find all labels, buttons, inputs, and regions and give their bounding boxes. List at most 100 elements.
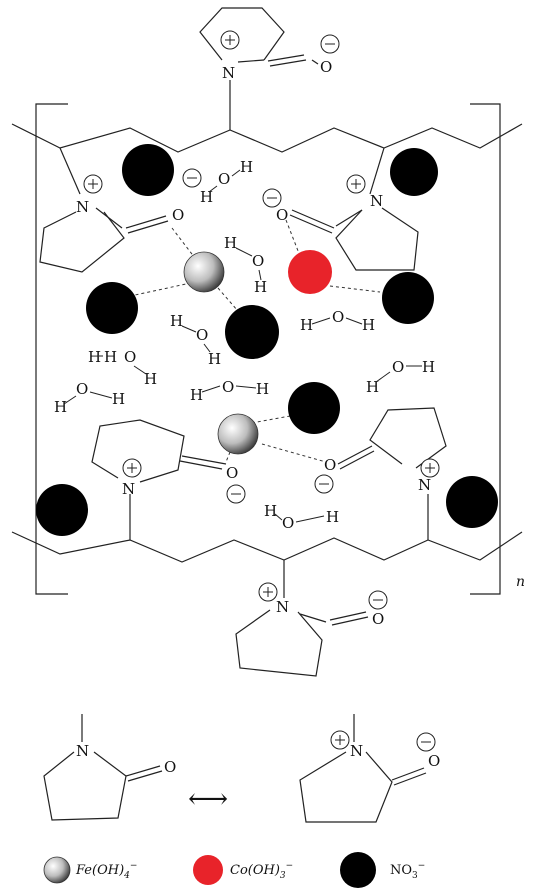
minus-charge-icon — [368, 590, 388, 610]
svg-text:H: H — [104, 348, 117, 366]
resonance-structure-neutral: N O — [43, 714, 176, 821]
iron-swatch-icon — [43, 856, 71, 884]
svg-text:O: O — [332, 308, 344, 326]
nitrate-ion — [86, 282, 138, 334]
nitrogen-atom: N — [370, 192, 383, 210]
minus-charge-icon — [416, 732, 436, 752]
oxygen-atom: O — [172, 206, 184, 224]
minus-charge-icon — [314, 474, 334, 494]
nitrate-ion — [390, 148, 438, 196]
iron-hydroxide-ion — [183, 251, 225, 293]
nitrate-ion — [225, 305, 279, 359]
nitrate-ion — [288, 382, 340, 434]
water-molecule: H O H — [366, 358, 435, 396]
repeat-unit-label: n — [516, 574, 525, 590]
svg-text:O: O — [222, 378, 234, 396]
cobalt-hydroxide-ion — [288, 250, 332, 294]
minus-charge-icon — [226, 484, 246, 504]
top-pyrrolidone-ring: N O — [199, 7, 340, 130]
svg-text:H: H — [264, 502, 277, 520]
svg-text:H: H — [366, 378, 379, 396]
plus-charge-icon — [220, 30, 240, 50]
svg-text:H: H — [170, 312, 183, 330]
nitrogen-atom: N — [418, 476, 431, 494]
legend-label-nitrate: NO3− — [390, 861, 425, 881]
svg-text:O: O — [218, 170, 230, 188]
nitrogen-atom: N — [350, 742, 363, 760]
plus-charge-icon — [83, 174, 103, 194]
polymer-bracket-right — [470, 103, 501, 595]
svg-text:H: H — [300, 316, 313, 334]
svg-text:H: H — [422, 358, 435, 376]
oxygen-atom: O — [320, 58, 332, 76]
water-molecule: H O H — [170, 312, 221, 368]
nitrate-swatch-icon — [340, 852, 376, 888]
svg-text:H: H — [326, 508, 339, 526]
legend: Fe(OH)4− Co(OH)3− NO3− — [43, 852, 425, 888]
svg-text:H: H — [144, 370, 157, 388]
nitrogen-atom: N — [276, 598, 289, 616]
minus-charge-icon — [320, 34, 340, 54]
legend-label-iron: Fe(OH)4− — [75, 861, 137, 881]
legend-item-iron: Fe(OH)4− — [43, 856, 137, 884]
oxygen-atom: O — [324, 456, 336, 474]
nitrate-ion — [122, 144, 174, 196]
oxygen-atom: O — [226, 464, 238, 482]
plus-charge-icon — [330, 730, 350, 750]
iron-hydroxide-ion — [217, 413, 259, 455]
svg-text:H: H — [88, 348, 101, 366]
minus-charge-icon — [262, 188, 282, 208]
plus-charge-icon — [258, 582, 278, 602]
polymer-bracket-left — [35, 103, 68, 595]
resonance-structure-zwitterion: N O — [299, 714, 440, 823]
nitrate-ion — [36, 484, 88, 536]
svg-text:H: H — [224, 234, 237, 252]
legend-label-cobalt: Co(OH)3− — [230, 861, 293, 881]
svg-text:H: H — [240, 158, 253, 176]
svg-text:O: O — [282, 514, 294, 532]
svg-text:O: O — [76, 380, 88, 398]
water-molecule: H O H — [200, 158, 253, 206]
left-upper-pyrrolidone-ring: N O — [39, 168, 202, 273]
cobalt-swatch-icon — [193, 855, 223, 885]
water-molecule: H O H — [224, 234, 267, 296]
right-lower-pyrrolidone-ring: N O — [314, 407, 447, 540]
svg-text:H: H — [256, 380, 269, 398]
water-molecule: H O H — [190, 378, 269, 404]
legend-item-cobalt: Co(OH)3− — [193, 855, 293, 885]
svg-text:O: O — [392, 358, 404, 376]
svg-text:H: H — [362, 316, 375, 334]
oxygen-atom: O — [372, 610, 384, 628]
water-molecule: H O H — [54, 380, 125, 416]
minus-charge-icon — [182, 168, 202, 188]
svg-text:H: H — [112, 390, 125, 408]
resonance-arrow-icon: ⟷ — [188, 782, 228, 815]
water-molecule: H O H — [300, 308, 375, 334]
oxygen-atom: O — [164, 758, 176, 776]
svg-text:H: H — [254, 278, 267, 296]
plus-charge-icon — [420, 458, 440, 478]
svg-text:H: H — [208, 350, 221, 368]
bottom-polymer-backbone — [11, 531, 523, 563]
svg-text:O: O — [252, 252, 264, 270]
bottom-pyrrolidone-ring: N O — [235, 582, 388, 677]
svg-text:O: O — [124, 348, 136, 366]
top-polymer-backbone — [11, 123, 523, 153]
svg-text:H: H — [190, 386, 203, 404]
nitrate-ion — [382, 272, 434, 324]
left-lower-pyrrolidone-ring: N O — [91, 419, 246, 540]
svg-text:H: H — [54, 398, 67, 416]
nitrogen-atom: N — [76, 742, 89, 760]
legend-item-nitrate: NO3− — [340, 852, 425, 888]
water-molecule: H H O H — [88, 348, 157, 388]
nitrogen-atom: N — [76, 198, 89, 216]
oxygen-atom: O — [276, 206, 288, 224]
plus-charge-icon — [346, 174, 366, 194]
plus-charge-icon — [122, 458, 142, 478]
svg-text:O: O — [196, 326, 208, 344]
nitrate-ion — [446, 476, 498, 528]
nitrogen-atom: N — [222, 64, 235, 82]
nitrogen-atom: N — [122, 480, 135, 498]
water-molecule: H O H — [264, 502, 339, 532]
